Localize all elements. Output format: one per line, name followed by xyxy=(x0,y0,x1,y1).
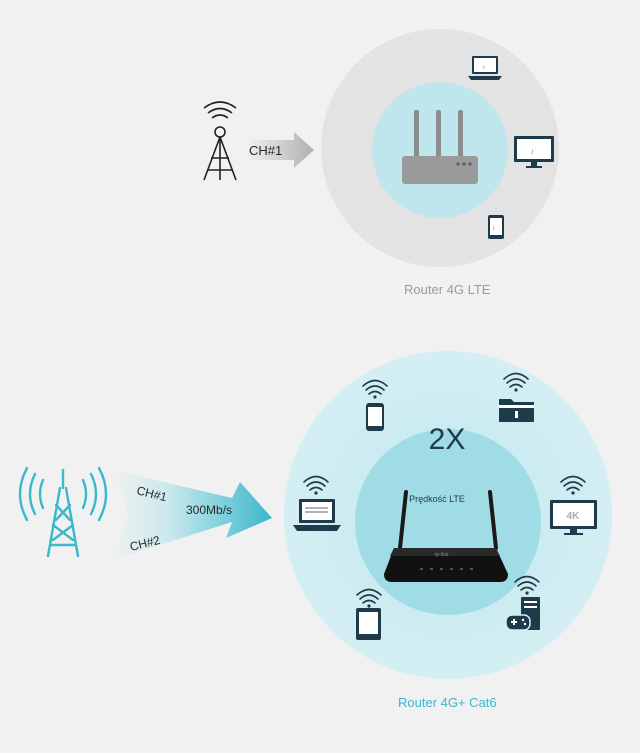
laptop-icon xyxy=(293,499,341,531)
speed-caption: Prędkość LTE xyxy=(409,494,465,504)
bottom-inner-circle xyxy=(355,429,541,615)
antenna-tower-icon xyxy=(203,101,237,181)
router-icon: tp-link xyxy=(384,490,508,582)
monitor-4k-icon: 4K xyxy=(550,500,597,535)
nas-storage-icon xyxy=(499,399,534,422)
laptop-icon: ♪ xyxy=(468,56,502,80)
wifi-icon xyxy=(514,575,540,591)
bottom-router-caption: Router 4G+ Cat6 xyxy=(398,695,497,710)
tablet-icon xyxy=(356,608,381,640)
wifi-icon xyxy=(560,475,586,491)
speed-label: 300Mb/s xyxy=(186,503,232,517)
smartphone-icon xyxy=(366,403,384,431)
top-scene: CH#1 ♪ ♪ ♪ xyxy=(203,29,559,267)
svg-text:♪: ♪ xyxy=(482,64,486,71)
antenna-tower-icon xyxy=(18,466,108,558)
wifi-icon xyxy=(362,379,388,395)
wifi-icon xyxy=(303,475,329,491)
monitor-icon: ♪ xyxy=(514,136,554,168)
bottom-scene: 2X Prędkość LTE CH#1 CH#2 300Mb/s xyxy=(18,351,612,679)
wifi-icon xyxy=(503,372,529,388)
router-icon xyxy=(402,110,478,184)
gaming-pc-icon xyxy=(505,597,540,631)
top-router-caption: Router 4G LTE xyxy=(404,282,491,297)
wifi-icon xyxy=(356,588,382,604)
top-channel-label: CH#1 xyxy=(249,143,282,158)
svg-text:tp-link: tp-link xyxy=(435,552,449,558)
svg-text:♪: ♪ xyxy=(492,225,496,232)
arrow-icon xyxy=(246,132,314,168)
multiplier-label: 2X xyxy=(429,423,466,456)
tablet-icon: ♪ xyxy=(488,215,504,239)
arrow-icon xyxy=(112,470,272,560)
svg-text:♪: ♪ xyxy=(530,147,534,156)
monitor-4k-label: 4K xyxy=(567,511,581,522)
